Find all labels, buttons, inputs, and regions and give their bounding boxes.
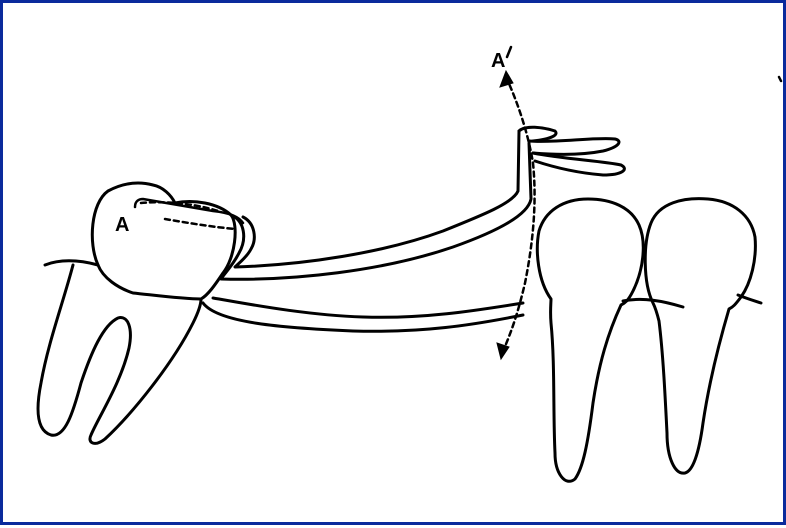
gum-line	[45, 261, 761, 318]
insertion-arrow-bottom-head	[497, 343, 509, 359]
label-a-prime: A	[491, 50, 505, 72]
molar-crown	[92, 183, 235, 299]
dental-clasp-diagram: A A	[3, 3, 786, 528]
clasp-arm-lower	[533, 153, 624, 175]
molar-roots	[38, 265, 201, 443]
connector-bar-lower	[221, 143, 531, 279]
premolar-2	[645, 199, 755, 474]
prime-mark	[507, 47, 511, 57]
speck	[779, 77, 781, 81]
clasp-arm-middle	[529, 139, 619, 155]
connector-bar-upper	[235, 131, 519, 267]
label-a: A	[115, 214, 129, 236]
insertion-arrow-top-head	[500, 71, 513, 87]
premolar-1	[537, 199, 643, 481]
